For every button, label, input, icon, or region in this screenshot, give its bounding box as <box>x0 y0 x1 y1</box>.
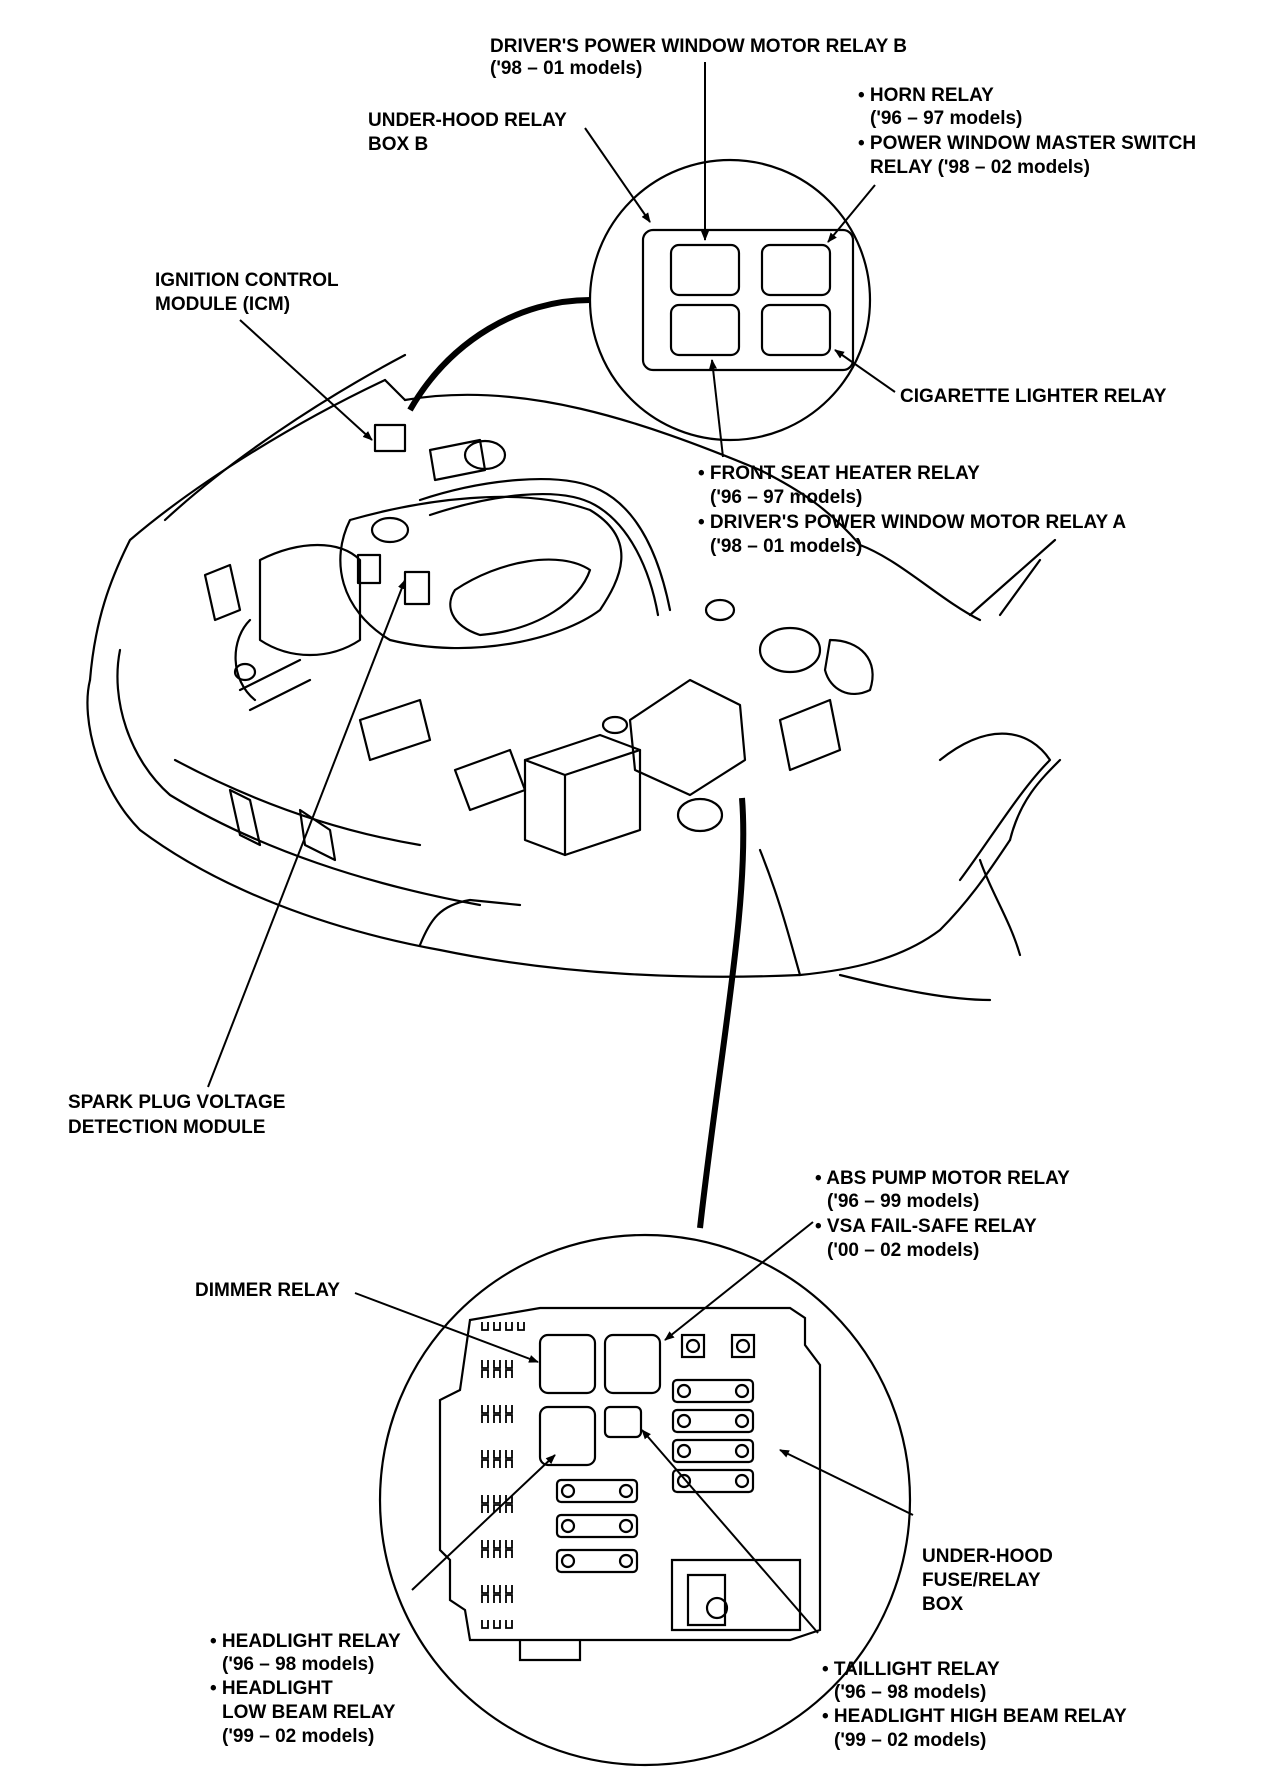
label-dpw-relay-b: DRIVER'S POWER WINDOW MOTOR RELAY B <box>490 36 907 57</box>
label-pw-master-switch: • POWER WINDOW MASTER SWITCH <box>858 133 1196 154</box>
bottom-inset-connector <box>697 797 747 1229</box>
label-fuse-relay-box-3: BOX <box>922 1594 964 1615</box>
label-dpw-relay-b-models: ('98 – 01 models) <box>490 58 642 79</box>
label-vsa-relay-models: ('00 – 02 models) <box>827 1240 979 1261</box>
label-dpw-relay-a-models: ('98 – 01 models) <box>710 536 862 557</box>
middle-fuse-column <box>555 1478 639 1574</box>
label-pw-master-switch-2: RELAY ('98 – 02 models) <box>870 157 1090 178</box>
label-headlight-low-beam-models: ('99 – 02 models) <box>222 1726 374 1747</box>
dimmer-relay-slot <box>538 1333 597 1395</box>
relay-slot-top-left <box>669 243 741 297</box>
under-hood-fuse-relay-box-inset <box>378 1233 912 1767</box>
callout-labels: DRIVER'S POWER WINDOW MOTOR RELAY B ('98… <box>68 36 1196 1751</box>
label-horn-relay-models: ('96 – 97 models) <box>870 108 1022 129</box>
taillight-relay-slot <box>603 1405 643 1439</box>
label-dimmer-relay: DIMMER RELAY <box>195 1280 340 1301</box>
label-cigarette-lighter-relay: CIGARETTE LIGHTER RELAY <box>900 386 1167 407</box>
label-icm: IGNITION CONTROL <box>155 270 339 291</box>
headlight-relay-slot <box>538 1405 597 1467</box>
label-under-hood-relay-box-b-2: BOX B <box>368 134 428 155</box>
label-headlight-low-beam-2: LOW BEAM RELAY <box>222 1702 396 1723</box>
label-headlight-high-beam-models: ('99 – 02 models) <box>834 1730 986 1751</box>
label-vsa-relay: • VSA FAIL-SAFE RELAY <box>815 1216 1037 1237</box>
label-headlight-relay-models: ('96 – 98 models) <box>222 1654 374 1675</box>
under-hood-relay-box-b-inset <box>588 158 872 442</box>
label-headlight-low-beam: • HEADLIGHT <box>210 1678 333 1699</box>
relay-slot-top-right <box>760 243 832 297</box>
relay-slot-bottom-left <box>669 303 741 357</box>
label-under-hood-relay-box-b: UNDER-HOOD RELAY <box>368 110 567 131</box>
label-fuse-relay-box-2: FUSE/RELAY <box>922 1570 1041 1591</box>
label-horn-relay: • HORN RELAY <box>858 85 994 106</box>
label-spark-plug-module: SPARK PLUG VOLTAGE <box>68 1092 285 1113</box>
label-dpw-relay-a: • DRIVER'S POWER WINDOW MOTOR RELAY A <box>698 512 1126 533</box>
right-fuse-column <box>671 1378 755 1494</box>
label-taillight-relay-models: ('96 – 98 models) <box>834 1682 986 1703</box>
label-headlight-high-beam: • HEADLIGHT HIGH BEAM RELAY <box>822 1706 1127 1727</box>
label-front-seat-heater: • FRONT SEAT HEATER RELAY <box>698 463 980 484</box>
left-mini-fuses <box>481 1322 525 1629</box>
label-headlight-relay: • HEADLIGHT RELAY <box>210 1631 401 1652</box>
label-abs-pump-relay: • ABS PUMP MOTOR RELAY <box>815 1168 1070 1189</box>
label-taillight-relay: • TAILLIGHT RELAY <box>822 1659 1000 1680</box>
leader-lines <box>207 62 914 1634</box>
label-fuse-relay-box: UNDER-HOOD <box>922 1546 1053 1567</box>
top-inset-connector <box>407 297 591 412</box>
car-engine-bay-illustration <box>86 353 1062 1002</box>
abs-vsa-relay-slot <box>603 1333 662 1395</box>
label-abs-pump-relay-models: ('96 – 99 models) <box>827 1191 979 1212</box>
relay-slot-bottom-right <box>760 303 832 357</box>
label-spark-plug-module-2: DETECTION MODULE <box>68 1117 265 1138</box>
label-front-seat-heater-models: ('96 – 97 models) <box>710 487 862 508</box>
label-icm-2: MODULE (ICM) <box>155 294 290 315</box>
